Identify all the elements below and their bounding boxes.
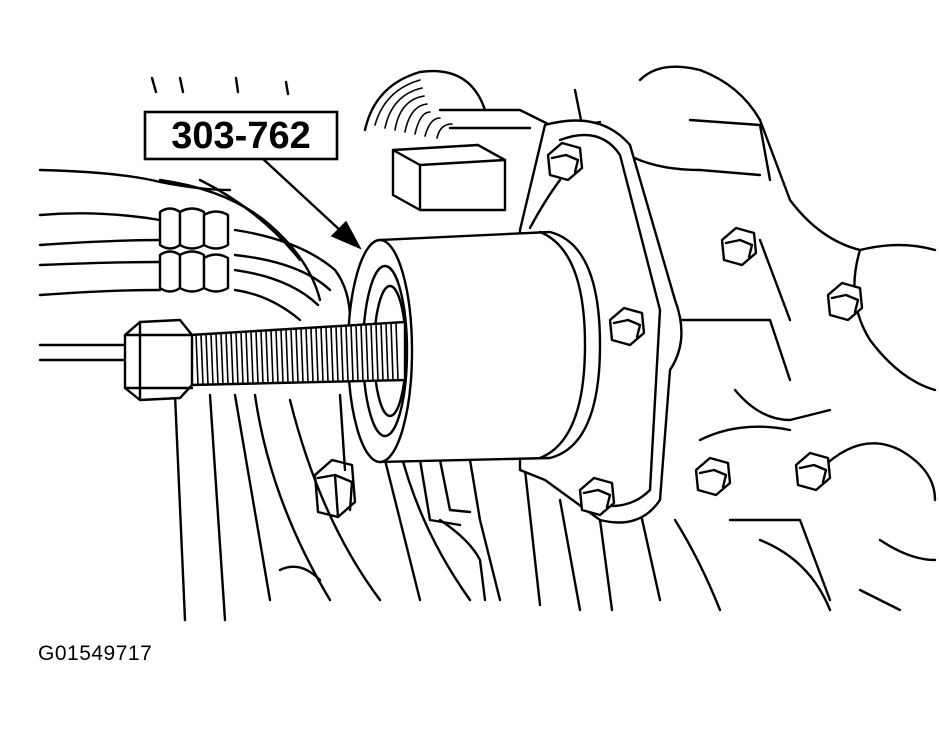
bolt-housing-3 bbox=[694, 456, 732, 497]
thread-line bbox=[355, 324, 359, 382]
thread-line bbox=[310, 327, 314, 383]
thread-line bbox=[390, 322, 394, 381]
hoses bbox=[38, 168, 352, 322]
thread-line bbox=[205, 334, 209, 385]
thread-line bbox=[285, 329, 289, 383]
thread-line bbox=[380, 323, 384, 381]
thread-line bbox=[275, 329, 279, 384]
thread-line bbox=[305, 327, 309, 383]
thread-line bbox=[265, 330, 269, 384]
upper-hex-stud bbox=[391, 143, 507, 212]
thread-line bbox=[360, 324, 364, 382]
hose-clamps bbox=[158, 207, 230, 293]
thread-line bbox=[230, 332, 234, 385]
callout-box: 303-762 bbox=[143, 110, 339, 161]
lower-lines bbox=[38, 343, 502, 622]
thread-line bbox=[195, 334, 199, 385]
thread-line bbox=[225, 332, 229, 385]
top-ticks bbox=[150, 76, 290, 96]
thread-line bbox=[240, 331, 244, 384]
thread-line bbox=[335, 326, 339, 382]
thread-line bbox=[295, 328, 299, 383]
thread-line bbox=[270, 330, 274, 384]
thread-line bbox=[255, 330, 259, 384]
thread-line bbox=[395, 322, 399, 381]
thread-line bbox=[245, 331, 249, 384]
thread-line bbox=[220, 333, 224, 385]
thread-line bbox=[280, 329, 284, 383]
bolt-lower-left bbox=[313, 458, 357, 519]
engine-housing bbox=[523, 65, 937, 612]
bolt-bottom bbox=[578, 476, 616, 517]
bolt-top bbox=[546, 141, 584, 182]
thread-line bbox=[235, 332, 239, 384]
thread-line bbox=[300, 328, 304, 383]
thread-line bbox=[330, 326, 334, 382]
bolt-housing-1 bbox=[720, 226, 758, 267]
thread-line bbox=[365, 324, 369, 381]
thread-line bbox=[345, 325, 349, 382]
bolt-housing-4 bbox=[794, 451, 832, 492]
pulley-belt bbox=[363, 69, 562, 139]
thread-line bbox=[320, 327, 324, 382]
thread-line bbox=[325, 326, 329, 382]
bolt-right-middle bbox=[608, 306, 646, 347]
thread-line bbox=[290, 328, 294, 383]
thread-line bbox=[315, 327, 319, 383]
thread-line bbox=[350, 325, 354, 382]
thread-line bbox=[340, 325, 344, 382]
thread-line bbox=[215, 333, 219, 385]
thread-line bbox=[375, 323, 379, 381]
callout-arrow bbox=[260, 156, 362, 250]
thread-line bbox=[250, 331, 254, 384]
thread-line bbox=[200, 334, 204, 385]
figure-id: G01549717 bbox=[38, 642, 153, 665]
part-number-label: 303-762 bbox=[171, 115, 310, 157]
screw-hex-head bbox=[123, 318, 194, 402]
thread-line bbox=[210, 333, 214, 385]
thread-line bbox=[385, 323, 389, 381]
thread-line bbox=[370, 324, 374, 381]
bolt-housing-2 bbox=[826, 281, 864, 322]
forcing-screw bbox=[188, 320, 407, 387]
thread-line bbox=[260, 330, 264, 384]
